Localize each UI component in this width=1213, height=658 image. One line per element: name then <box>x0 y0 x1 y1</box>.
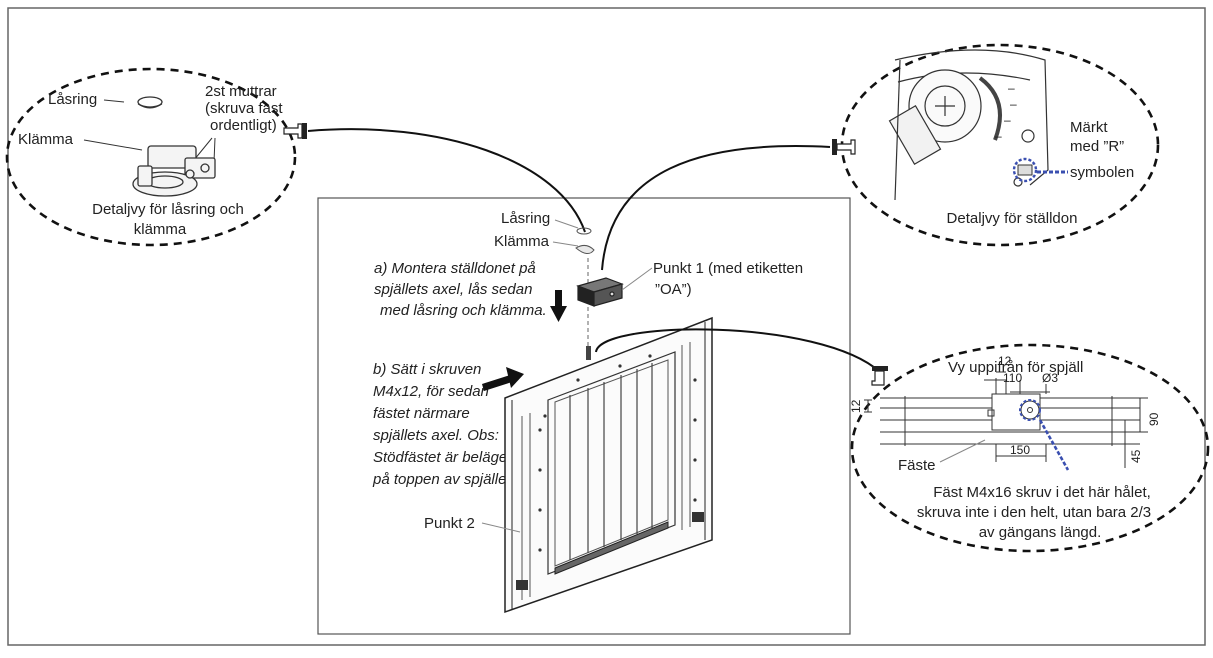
detail-topview-group: Vy uppifrån för spjäll 12 110 <box>849 343 1210 553</box>
dim-12-side: 12 <box>849 399 863 413</box>
hole-leader <box>1038 419 1070 471</box>
detail-topview-ellipse <box>850 343 1210 553</box>
pointing-hand-icon <box>871 366 888 386</box>
svg-text:–: – <box>1010 97 1017 111</box>
ticks-scale: – – – – <box>995 81 1017 143</box>
r-symbol-marker <box>1012 157 1038 183</box>
dim-45: 45 <box>1129 449 1143 463</box>
main-klamma-label: Klämma <box>494 233 550 250</box>
main-step-a-line3: med låsring och klämma. <box>380 302 547 319</box>
detail-topview-faste-label: Fäste <box>898 457 936 474</box>
detail-actuator-markt-line1: Märkt <box>1070 119 1108 136</box>
topview-drawing <box>864 371 1148 468</box>
detail-lock-ellipse <box>5 67 297 247</box>
leader-punkt2 <box>481 522 521 533</box>
detail-lock-lasring-label: Låsring <box>48 91 97 108</box>
detail-lock-muttrar-line2: (skruva fast <box>205 100 283 117</box>
detail-actuator-markt-line2: med ”R” <box>1070 138 1124 155</box>
detail-actuator-caption: Detaljvy för ställdon <box>947 210 1078 227</box>
connector-lock-detail <box>307 128 586 233</box>
arrow-right-icon <box>482 367 524 391</box>
leader-punkt1 <box>621 267 653 291</box>
main-punkt1-line2: ”OA”) <box>655 281 692 298</box>
detail-topview-note-line1: Fäst M4x16 skruv i det här hålet, <box>933 484 1151 501</box>
main-step-a-line2: spjällets axel, lås sedan <box>374 281 532 298</box>
lock-ring-part <box>137 96 163 109</box>
dim-110: 110 <box>1003 371 1022 385</box>
main-step-b-line4: spjällets axel. Obs: <box>373 427 499 444</box>
leader-klamma <box>83 139 143 151</box>
leader-main-lasring <box>554 219 579 229</box>
main-step-a-line1: a) Montera ställdonet på <box>374 260 536 277</box>
leader-faste <box>939 439 986 463</box>
main-step-b-line5: Stödfästet är beläget <box>373 449 512 466</box>
detail-lock-muttrar-line3: ordentligt) <box>210 117 277 134</box>
arrow-down-icon <box>550 290 567 322</box>
leader-lasring <box>103 99 125 103</box>
detail-actuator-markt-line3: symbolen <box>1070 164 1134 181</box>
connector-top-view <box>595 328 881 373</box>
detail-topview-title: Vy uppifrån för spjäll <box>948 359 1083 376</box>
detail-lock-group: Låsring 2st muttrar (skruva fast ordentl… <box>5 67 297 247</box>
clamp-part <box>132 145 216 197</box>
detail-lock-caption-line1: Detaljvy för låsring och <box>92 201 244 218</box>
connector-actuator-detail <box>601 145 831 271</box>
main-lasring-label: Låsring <box>501 210 550 227</box>
detail-lock-klamma-label: Klämma <box>18 131 74 148</box>
pointing-hand-icon <box>832 139 856 155</box>
svg-text:–: – <box>995 129 1002 143</box>
detail-actuator-group: – – – – Märkt med ”R” symbolen Detaljvy … <box>840 43 1160 247</box>
dim-12-top: 12 <box>998 354 1012 368</box>
damper-part <box>504 316 713 614</box>
detail-topview-note-line2: skruva inte i den helt, utan bara 2/3 <box>917 504 1151 521</box>
main-step-b-line1: b) Sätt i skruven <box>373 361 481 378</box>
detail-topview-note-line3: av gängans längd. <box>979 524 1102 541</box>
pointing-hand-icon <box>283 123 307 139</box>
detail-lock-caption-line2: klämma <box>134 221 187 238</box>
main-step-b-line2: M4x12, för sedan <box>373 383 489 400</box>
hole-marker <box>1019 399 1041 421</box>
main-punkt2-label: Punkt 2 <box>424 515 475 532</box>
main-punkt1-line1: Punkt 1 (med etiketten <box>653 260 803 277</box>
page-frame <box>7 7 1206 646</box>
detail-lock-muttrar-line1: 2st muttrar <box>205 83 277 100</box>
main-panel-frame <box>317 197 851 635</box>
svg-text:–: – <box>1004 113 1011 127</box>
main-step-b-line3: fästet närmare <box>373 405 470 422</box>
main-assembly-group: Låsring Klämma a) Montera ställdonet på … <box>372 210 803 614</box>
dim-90: 90 <box>1147 412 1161 426</box>
dim-phi3: Ø3 <box>1042 371 1058 385</box>
main-step-b-line6: på toppen av spjället. <box>372 471 515 488</box>
dim-150: 150 <box>1010 443 1030 457</box>
svg-text:–: – <box>1008 81 1015 95</box>
actuator-part <box>576 277 624 307</box>
leader-main-klamma <box>552 241 579 247</box>
